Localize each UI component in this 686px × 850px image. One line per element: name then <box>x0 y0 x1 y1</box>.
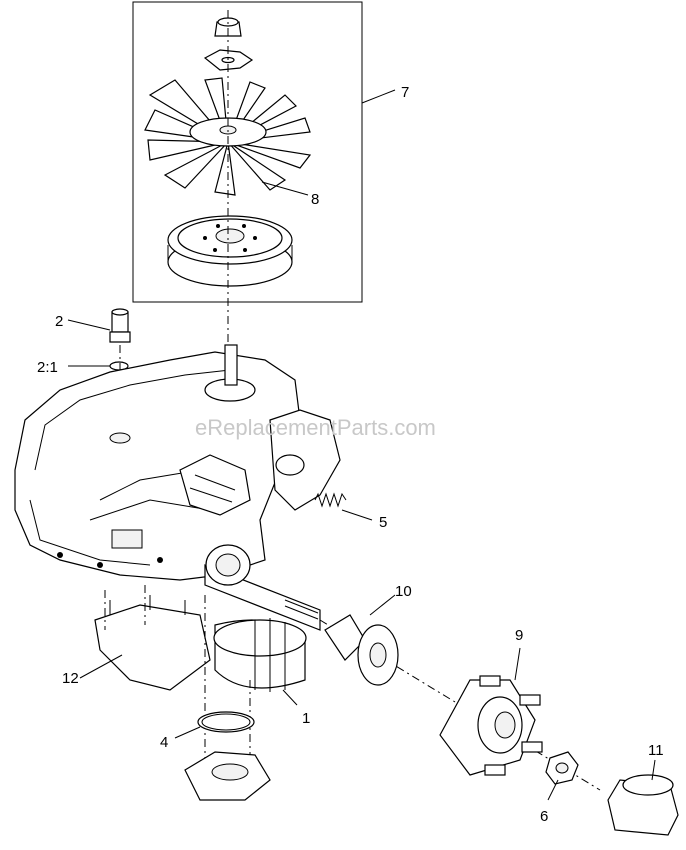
callout-12: 12 <box>62 670 79 687</box>
callout-7: 7 <box>401 84 409 101</box>
fitting <box>109 308 131 343</box>
callout-2: 2 <box>55 313 63 330</box>
callout-2-1: 2:1 <box>37 359 58 376</box>
callout-1: 1 <box>302 710 310 727</box>
axle-seal <box>324 614 399 686</box>
callout-6: 6 <box>540 808 548 825</box>
mounting-bracket <box>94 604 211 691</box>
oil-filter <box>213 618 307 692</box>
filter-o-ring <box>197 711 255 733</box>
hub-cap <box>607 774 679 836</box>
watermark: eReplacementParts.com <box>195 415 436 440</box>
callout-5: 5 <box>379 514 387 531</box>
return-spring <box>314 492 347 508</box>
transaxle-housing <box>14 344 341 581</box>
fan-pulley-kit-box <box>132 1 363 303</box>
wheel-hub <box>439 675 543 776</box>
drive-pulley <box>167 215 293 287</box>
axle-shaft <box>204 544 321 631</box>
callout-8: 8 <box>311 191 319 208</box>
callout-9: 9 <box>515 627 523 644</box>
callout-11: 11 <box>648 742 664 759</box>
callout-4: 4 <box>160 734 168 751</box>
lug-nut <box>545 751 579 785</box>
cooling-fan <box>144 77 312 196</box>
filter-adapter <box>184 751 271 801</box>
callout-10: 10 <box>395 583 412 600</box>
